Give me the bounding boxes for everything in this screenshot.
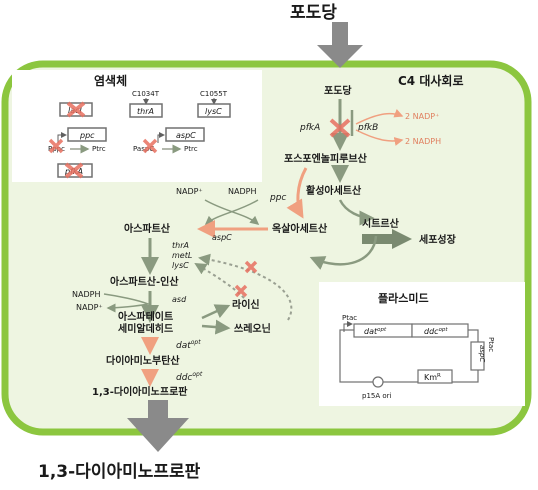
plasmid-dat-opt: opt — [377, 327, 387, 333]
pathway-metl-label: metL — [172, 251, 192, 260]
semialdehyde-label-1: 아스파테이트 — [118, 310, 173, 323]
plasmid-ddc-label: ddcopt — [424, 327, 448, 336]
paspc-deletion-cross — [142, 138, 158, 154]
pfka-deletion-cross — [64, 162, 84, 179]
plasmid-ddc-box — [411, 323, 469, 338]
oxaloacetate-label: 옥살아세트산 — [272, 222, 328, 235]
threonine-label: 쓰레오닌 — [234, 322, 271, 335]
pppc-deletion-cross — [48, 138, 64, 154]
pathway-aspc-label: aspC — [212, 233, 232, 242]
paspc-promoter-label: PaspC — [133, 145, 154, 153]
plasmid-panel — [319, 282, 525, 406]
ddc-gene-name: ddc — [176, 373, 192, 383]
threonine-feedback-arrow — [198, 253, 293, 321]
output-product-label: 1,3-다이아미노프로판 — [38, 462, 201, 482]
laci-deletion-cross — [66, 101, 86, 118]
nadph-mid-label: NADPH — [72, 290, 100, 299]
thra-gene-label: thrA — [137, 107, 154, 116]
chromosome-title: 염색체 — [94, 73, 127, 88]
dat-opt-suffix: opt — [191, 339, 201, 346]
aspartate-label: 아스파트산 — [124, 222, 171, 235]
plasmid-aspc-box — [470, 341, 485, 371]
dat-gene-name: dat — [176, 341, 191, 351]
acetylcoa-label: 활성아세트산 — [306, 184, 362, 197]
lysc-mutation-label: C1055T — [200, 90, 228, 98]
lysine-label: 라이신 — [232, 298, 260, 311]
growth-label: 세포성장 — [419, 233, 457, 246]
c4-ppc-label: ppc — [269, 193, 286, 203]
pathway-thra-label: thrA — [172, 241, 189, 250]
plasmid-kmr-name: Km — [424, 373, 437, 382]
pep-label: 포스포엔놀피루브산 — [284, 152, 368, 165]
ptrc-promoter-label-2: Ptrc — [184, 145, 198, 153]
nadp-mid-label: NADP⁺ — [76, 303, 103, 312]
glucose-input-arrow — [317, 22, 363, 68]
product-output-arrow — [127, 400, 189, 452]
semialdehyde-label-2: 세미알데히드 — [118, 322, 173, 335]
dab-label: 다이아미노부탄산 — [106, 354, 180, 367]
c4-pfka-label: pfkA — [299, 123, 320, 133]
nadph-top-label: NADPH — [228, 187, 256, 196]
plasmid-aspc-label: aspC — [478, 345, 486, 362]
ppc-gene-label: ppc — [79, 131, 95, 140]
aspc-gene-label: aspC — [176, 131, 196, 140]
chromosome-panel — [12, 70, 262, 182]
input-glucose-label: 포도당 — [290, 3, 337, 23]
plasmid-ddc-name: ddc — [424, 327, 439, 336]
plasmid-ori-marker — [372, 376, 384, 388]
plasmid-ptac-label-1: Ptac — [342, 314, 357, 322]
aspc-gene-box — [165, 127, 205, 142]
plasmid-dat-name: dat — [364, 327, 378, 336]
dat-label: datopt — [176, 339, 201, 351]
plasmid-kmr-sup: R — [437, 373, 441, 379]
pfka-block-cross — [329, 118, 351, 138]
plasmid-ddc-opt: opt — [439, 327, 449, 333]
plasmid-kmr-label: KmR — [424, 373, 441, 382]
lysc-gene-box — [197, 103, 231, 118]
threonine-feedback-cross — [244, 260, 258, 274]
aspartyl-phosphate-label: 아스파트산-인산 — [110, 275, 179, 288]
c4-pfkb-label: pfkB — [357, 123, 378, 133]
c4-cycle-title: C4 대사회로 — [398, 73, 464, 88]
lysc-gene-label: lysC — [205, 107, 222, 116]
lysine-feedback-cross — [234, 284, 248, 298]
citrate-label: 시트르산 — [362, 217, 400, 230]
nadph-out-label: 2 NADPH — [405, 137, 441, 146]
plasmid-ori-label: p15A ori — [362, 392, 392, 400]
ddc-opt-suffix: opt — [192, 371, 202, 378]
plasmid-title: 플라스미드 — [378, 291, 429, 305]
ppc-gene-box — [67, 127, 107, 142]
plasmid-dat-label: datopt — [364, 327, 387, 336]
nadp-top-label: NADP⁺ — [176, 187, 203, 196]
thra-mutation-label: C1034T — [132, 90, 160, 98]
plasmid-ptac-label-2: Ptac — [487, 337, 495, 352]
plasmid-kmr-box — [417, 369, 453, 384]
thra-gene-box — [129, 103, 163, 118]
ptrc-promoter-label-1: Ptrc — [92, 145, 106, 153]
pathway-asd-label: asd — [172, 295, 187, 304]
c4-glucose-label: 포도당 — [324, 84, 352, 97]
dap-label: 1,3-다이아미노프로판 — [92, 385, 188, 398]
ddc-label: ddcopt — [176, 371, 203, 383]
pathway-lysc-label: lysC — [172, 261, 189, 270]
nadp-in-label: 2 NADP⁺ — [405, 112, 439, 121]
